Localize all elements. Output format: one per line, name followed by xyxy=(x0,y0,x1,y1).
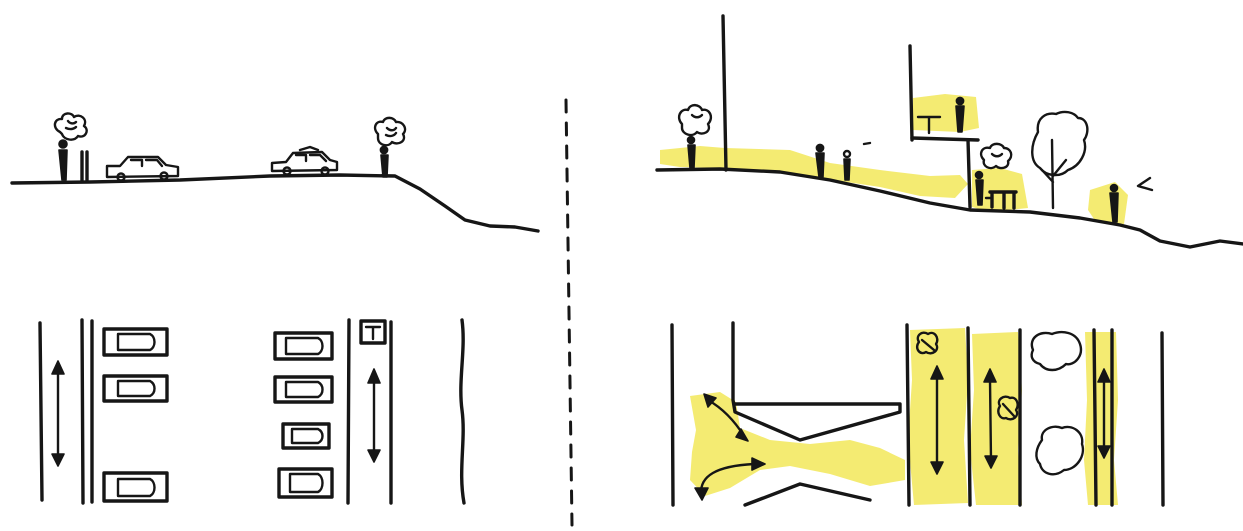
building-plan-outline xyxy=(733,323,900,440)
parked-car-plan xyxy=(104,376,167,401)
parked-car-plan xyxy=(283,424,329,448)
parked-car-plan xyxy=(275,377,332,402)
parked-car-plan xyxy=(104,329,167,355)
plan-edge-line xyxy=(461,320,464,503)
pedestrian-figure xyxy=(956,97,964,132)
parked-car-plan xyxy=(104,473,167,501)
sketch-mark xyxy=(864,143,870,144)
plan-edge-line xyxy=(907,325,909,505)
highlighted-pedestrian-zone xyxy=(1088,182,1128,224)
tree-sketch xyxy=(375,118,405,145)
tree-sketch xyxy=(679,105,711,135)
dashed-divider xyxy=(566,100,572,525)
plan-edge-line xyxy=(1094,330,1096,505)
parked-car-plan xyxy=(279,469,332,497)
parked-car-plan xyxy=(275,333,332,359)
tree-sketch xyxy=(981,144,1011,168)
building-wall-line xyxy=(723,16,726,170)
plan-edge-line xyxy=(968,328,970,505)
proposed-panel xyxy=(657,16,1243,505)
existing-section-ground-line xyxy=(12,175,538,231)
car-sketch xyxy=(107,157,178,181)
highlighted-pedestrian-zone xyxy=(690,392,905,496)
highlighted-pedestrian-zone xyxy=(913,94,979,132)
walking-direction-arrow xyxy=(52,361,64,466)
sign-plan-icon xyxy=(361,321,385,343)
plan-edge-line xyxy=(82,320,83,503)
pedestrian-figure xyxy=(380,146,388,177)
highlighted-pedestrian-zone xyxy=(660,146,968,198)
overlook-support-post xyxy=(968,140,970,207)
tree-sketch xyxy=(55,113,87,139)
building-plan-outline xyxy=(745,484,870,505)
overlook-structure-line xyxy=(910,46,912,140)
plan-edge-line xyxy=(40,323,42,500)
tree-canopy-outline xyxy=(1032,332,1081,370)
existing-panel xyxy=(12,113,538,503)
plan-edge-line xyxy=(1162,333,1163,505)
tree-canopy-outline xyxy=(1036,427,1083,475)
plan-edge-line xyxy=(672,325,673,505)
walking-direction-arrow xyxy=(368,369,380,462)
sign-post xyxy=(82,152,87,180)
pedestrian-figure xyxy=(844,151,850,180)
plan-edge-line xyxy=(348,320,349,503)
large-tree-outline xyxy=(1032,112,1087,208)
car-sketch xyxy=(272,147,337,175)
pedestrian-figure xyxy=(59,140,67,180)
view-direction-mark xyxy=(1138,178,1152,190)
